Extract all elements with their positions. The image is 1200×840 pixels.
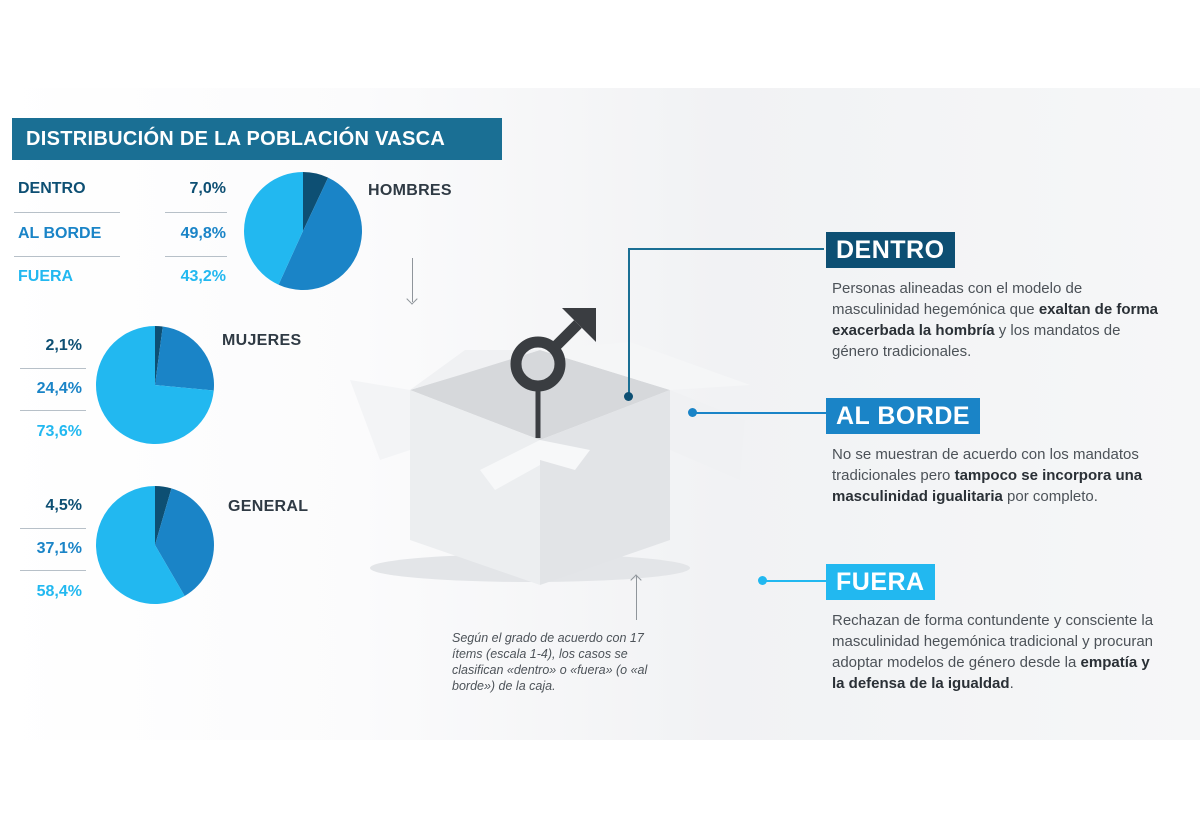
hombres-al-borde-value: 49,8% — [180, 225, 226, 242]
al-borde-description: No se muestran de acuerdo con los mandat… — [832, 444, 1162, 507]
male-symbol-icon — [510, 308, 596, 438]
mujeres-pie-title: MUJERES — [222, 332, 302, 349]
legend-divider — [14, 256, 120, 257]
description-text-run: tampoco se incorpora una masculinidad ig… — [832, 467, 1143, 505]
al-borde-connector — [696, 412, 826, 414]
mujeres-fuera-value: 73,6% — [36, 423, 82, 440]
description-text-run: Personas alineadas con el modelo de masc… — [832, 280, 1083, 318]
classification-note: Según el grado de acuerdo con 17 ítems (… — [452, 631, 648, 693]
hombres-fuera-value: 43,2% — [180, 268, 226, 285]
arrow-up-icon — [636, 576, 637, 620]
pie-slice-fuera — [95, 486, 185, 604]
general-pie-title: GENERAL — [228, 498, 309, 515]
value-divider — [165, 256, 227, 257]
hombres-pie-chart — [244, 172, 363, 291]
dentro-connector — [628, 248, 824, 250]
value-divider — [20, 368, 86, 369]
pie-slice-al-borde — [155, 488, 214, 596]
fuera-description: Rechazan de forma contundente y conscien… — [832, 610, 1162, 694]
pie-slice-al-borde — [155, 326, 214, 391]
description-text-run: empatía y la defensa de la igualdad — [832, 654, 1150, 692]
pie-slice-al-borde — [278, 177, 363, 291]
general-pie-chart — [95, 486, 214, 604]
pie-slice-dentro — [303, 172, 329, 231]
legend-dentro: DENTRO — [18, 180, 86, 197]
legend-al-borde: AL BORDE — [18, 225, 102, 242]
dentro-dot — [624, 392, 633, 401]
hombres-pie-title: HOMBRES — [368, 182, 452, 199]
hombres-dentro-value: 7,0% — [189, 180, 226, 197]
general-fuera-value: 58,4% — [36, 583, 82, 600]
fuera-title: FUERA — [826, 564, 935, 600]
value-divider — [20, 570, 86, 571]
value-divider — [20, 528, 86, 529]
general-al-borde-value: 37,1% — [36, 540, 82, 557]
description-text-run: Rechazan de forma contundente y conscien… — [832, 612, 1154, 671]
pie-slice-dentro — [155, 326, 163, 385]
description-text-run: por completo. — [1002, 488, 1098, 505]
fuera-dot — [758, 576, 767, 585]
value-divider — [20, 410, 86, 411]
value-divider — [165, 212, 227, 213]
pie-slice-fuera — [96, 326, 214, 444]
general-dentro-value: 4,5% — [45, 497, 82, 514]
fuera-connector — [764, 580, 826, 582]
chart-title: DISTRIBUCIÓN DE LA POBLACIÓN VASCA — [12, 118, 502, 160]
mujeres-al-borde-value: 24,4% — [36, 380, 82, 397]
mujeres-dentro-value: 2,1% — [45, 337, 82, 354]
legend-divider — [14, 212, 120, 213]
legend-fuera: FUERA — [18, 268, 74, 285]
dentro-title: DENTRO — [826, 232, 955, 268]
al-borde-title: AL BORDE — [826, 398, 981, 434]
mujeres-pie-chart — [96, 326, 214, 444]
al-borde-dot — [688, 408, 697, 417]
pie-slice-dentro — [155, 486, 172, 545]
description-text-run: y los mandatos de género tradicionales. — [832, 322, 1121, 360]
description-text-run: . — [1009, 675, 1014, 692]
dentro-description: Personas alineadas con el modelo de masc… — [832, 278, 1162, 362]
description-text-run: No se muestran de acuerdo con los mandat… — [832, 446, 1139, 484]
dentro-connector — [628, 248, 630, 396]
description-text-run: exaltan de forma exacerbada la hombría — [832, 301, 1159, 339]
pie-slice-fuera — [244, 172, 303, 285]
arrow-down-icon — [412, 258, 413, 302]
